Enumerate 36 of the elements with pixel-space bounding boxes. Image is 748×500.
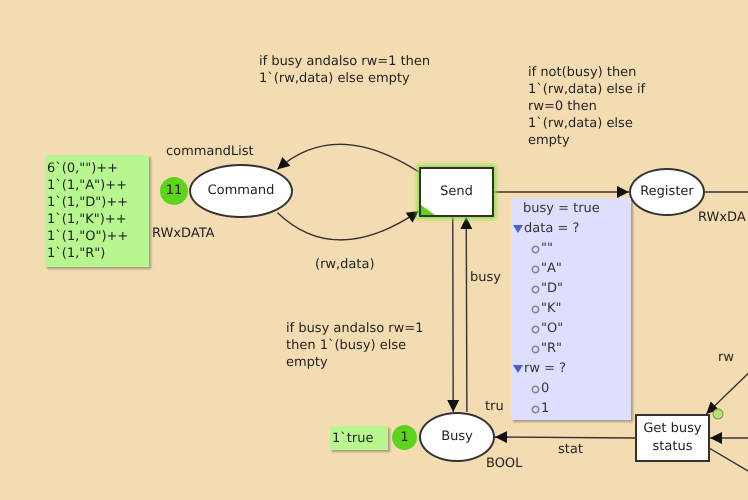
binding-text: 1 <box>541 400 550 418</box>
arc-arrow <box>495 431 635 444</box>
arc-inscription: tru <box>485 398 504 415</box>
arc-inscription: (rw,data) <box>315 256 375 273</box>
binding-text: rw = ? <box>524 360 566 378</box>
arc-inscription: if busy andalso rw=1 then 1`(busy) else empty <box>286 320 424 371</box>
transition-box: Send <box>419 167 494 217</box>
arc-arrow <box>710 432 748 444</box>
transition-box: Get busy status <box>635 414 710 462</box>
binding-text: 0 <box>541 380 550 398</box>
binding-text: "" <box>541 240 553 258</box>
arc-inscription: if busy andalso rw=1 then 1`(rw,data) else empty <box>259 53 432 87</box>
binding-text: "R" <box>541 340 562 358</box>
binding-text: "A" <box>541 260 562 278</box>
binding-text: busy = true <box>523 200 600 218</box>
token-count: 1 <box>392 425 417 450</box>
arc-arrow <box>460 217 472 412</box>
arc-arrow <box>494 186 629 198</box>
binding-text: "O" <box>541 320 564 338</box>
arc-arrow <box>447 217 460 412</box>
arc-inscription: stat <box>558 441 583 458</box>
place-annotation: RWxDATA <box>152 225 215 242</box>
place-annotation: commandList <box>166 143 254 160</box>
binding-text: "K" <box>541 300 562 318</box>
place-ellipse: Command <box>189 164 293 218</box>
binding-panel <box>511 198 631 420</box>
arc-arrow <box>276 144 420 173</box>
arc-arrow <box>276 210 420 241</box>
arc-inscription: if not(busy) then 1`(rw,data) else if rw=0 then 1`(rw,data) else empty <box>528 64 646 149</box>
marking-box: 6`(0,"")++ 1`(1,"A")++ 1`(1,"D")++ 1`(1,"K")++ 1`(1,"O")++ 1`(1,"R") <box>45 155 149 267</box>
arc-inscription: rw <box>718 349 734 366</box>
token-count: 11 <box>160 177 188 205</box>
binding-text: "D" <box>541 280 563 298</box>
arc-inscription: busy <box>470 269 501 286</box>
marking-box: 1`true <box>330 426 388 450</box>
binding-text: data = ? <box>524 220 580 238</box>
